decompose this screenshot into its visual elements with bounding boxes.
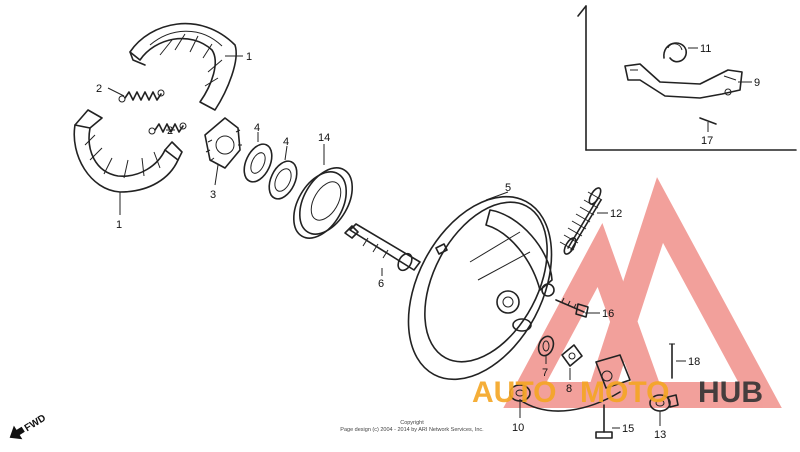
bolt-15: [595, 404, 613, 439]
collar-7: [537, 335, 555, 357]
callout-labels: 1 2 2 1 3 4 4 14 5 6 12 16 7 8 10 15 13 …: [96, 43, 760, 441]
washer-b: [268, 160, 298, 200]
forward-arrow-icon: [9, 425, 25, 440]
callout-15: 15: [622, 423, 634, 435]
callout-18: 18: [688, 356, 700, 368]
return-spring-lower: [148, 122, 187, 135]
callout-1-lower: 1: [116, 219, 122, 231]
callout-4-a: 4: [254, 122, 260, 134]
callout-16: 16: [602, 308, 614, 320]
return-spring-upper: [118, 89, 165, 103]
callout-11: 11: [700, 43, 711, 55]
watermark-hub: HUB: [698, 376, 763, 409]
pedal-spring: [663, 42, 687, 63]
brake-shoe-lower: [73, 109, 183, 193]
copyright-title: Copyright: [400, 420, 424, 426]
brake-shoe-upper: [129, 22, 237, 111]
pin-17: [699, 117, 717, 125]
callout-12: 12: [610, 208, 622, 220]
watermark-moto: MOTO: [580, 376, 669, 409]
washer-a: [243, 143, 273, 183]
copyright-notice: Copyright Page design (c) 2004 - 2014 by…: [312, 420, 512, 434]
callout-2-lower: 2: [167, 125, 173, 137]
brake-cam-gear: [204, 117, 242, 169]
forward-label: FWD: [23, 413, 48, 434]
callout-2-upper: 2: [96, 83, 102, 95]
callout-17: 17: [701, 135, 713, 147]
watermark-auto: AUTO: [472, 376, 556, 409]
bolt-16: [555, 297, 589, 318]
callout-14: 14: [318, 132, 330, 144]
callout-7: 7: [542, 367, 548, 379]
brake-arm: [519, 354, 631, 412]
callout-3: 3: [210, 189, 216, 201]
cotter-pin-18: [669, 343, 675, 379]
copyright-body: Page design (c) 2004 - 2014 by ARI Netwo…: [340, 427, 484, 433]
callout-8: 8: [566, 383, 572, 395]
brake-cam-shaft: [344, 223, 421, 272]
watermark-logo: [503, 177, 782, 408]
brake-pedal: [624, 63, 743, 99]
callout-4-b: 4: [283, 136, 289, 148]
callout-10: 10: [512, 422, 524, 434]
watermark-text: AUTO MOTO HUB: [472, 376, 763, 409]
callout-1-upper: 1: [246, 51, 252, 63]
brake-panel: [407, 195, 555, 381]
leader-lines: [107, 47, 752, 429]
callout-9: 9: [754, 77, 760, 89]
inset-box: [577, 5, 797, 151]
wear-indicator-8: [561, 344, 583, 367]
callout-13: 13: [654, 429, 666, 441]
callout-6: 6: [378, 278, 384, 290]
brake-arm-spring: [559, 187, 603, 255]
oil-seal: [292, 167, 354, 239]
forward-direction-indicator: FWD: [9, 413, 48, 440]
callout-5: 5: [505, 182, 511, 194]
